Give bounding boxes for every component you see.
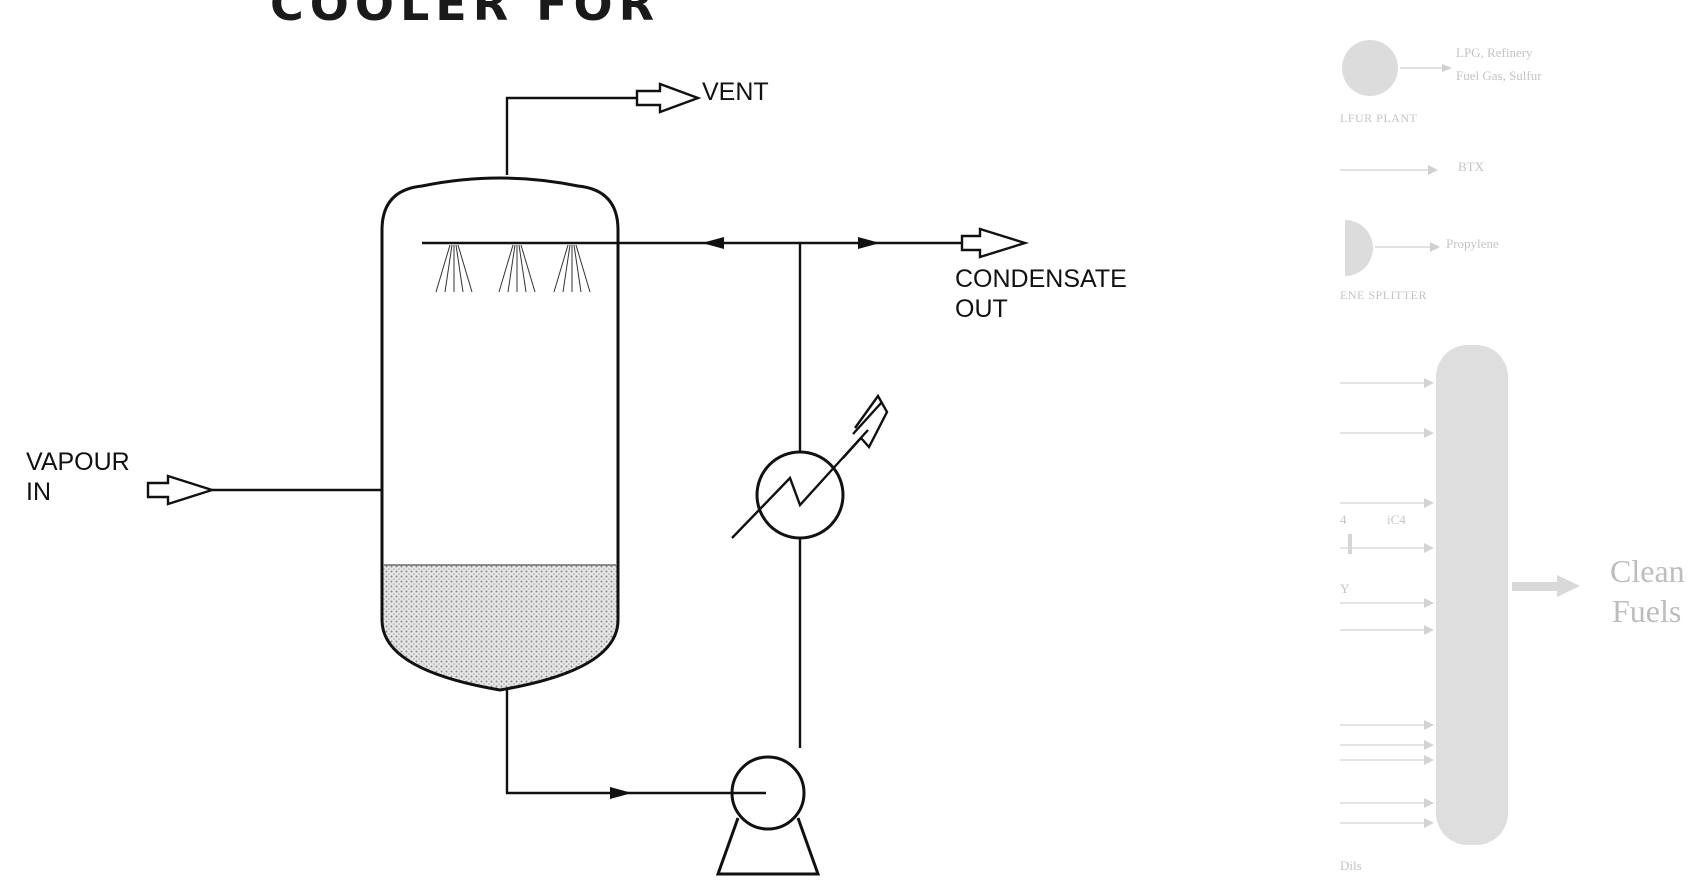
splitter-unit (1345, 220, 1373, 276)
clean-fuels-line2: Fuels (1612, 593, 1681, 629)
spray-nozzles (435, 244, 591, 293)
vent-arrow (635, 82, 702, 114)
vent-line (505, 82, 702, 175)
liquid-level (382, 565, 618, 690)
condensate-out-arrow (960, 227, 1030, 259)
spray-header (422, 227, 1030, 293)
vapour-label-line1: VAPOUR (26, 448, 130, 476)
clean-fuels-arrow (1557, 575, 1580, 597)
flow-arrow-to-vessel (702, 237, 724, 249)
suction-line (505, 690, 766, 799)
vent-label: VENT (702, 78, 769, 106)
page-title: COOLER FOR (270, 0, 660, 31)
blending-column (1436, 345, 1508, 845)
background-refinery-diagram: LPG, Refinery Fuel Gas, Sulfur LFUR PLAN… (1340, 40, 1685, 873)
ic4-left-label: 4 (1340, 512, 1347, 527)
vessel (380, 176, 620, 692)
lpg-label-line1: LPG, Refinery (1456, 45, 1533, 60)
flow-arrow-to-outlet (858, 237, 880, 249)
bottom-label: Dils (1340, 858, 1362, 873)
clean-fuels-line1: Clean (1610, 553, 1685, 589)
sulfur-plant-unit (1342, 40, 1398, 96)
sulfur-plant-label: LFUR PLANT (1340, 111, 1418, 125)
vapour-in-arrow (146, 474, 216, 506)
feed-arrows (1340, 382, 1425, 824)
cooling-arrow (842, 393, 889, 459)
ic4-label: iC4 (1387, 512, 1406, 527)
vapour-inlet (146, 474, 382, 506)
splitter-label: ENE SPLITTER (1340, 288, 1427, 302)
condensate-label-line1: CONDENSATE (955, 265, 1127, 293)
cooler-exchanger (731, 393, 889, 540)
btx-label: BTX (1458, 159, 1485, 174)
lpg-label-line2: Fuel Gas, Sulfur (1456, 68, 1542, 83)
pump (715, 755, 821, 876)
propylene-label: Propylene (1446, 236, 1499, 251)
flow-arrow-to-pump (610, 787, 632, 799)
vapour-label-line2: IN (26, 478, 51, 506)
condensate-label-line2: OUT (955, 295, 1008, 323)
ry-label: Y (1340, 581, 1350, 596)
